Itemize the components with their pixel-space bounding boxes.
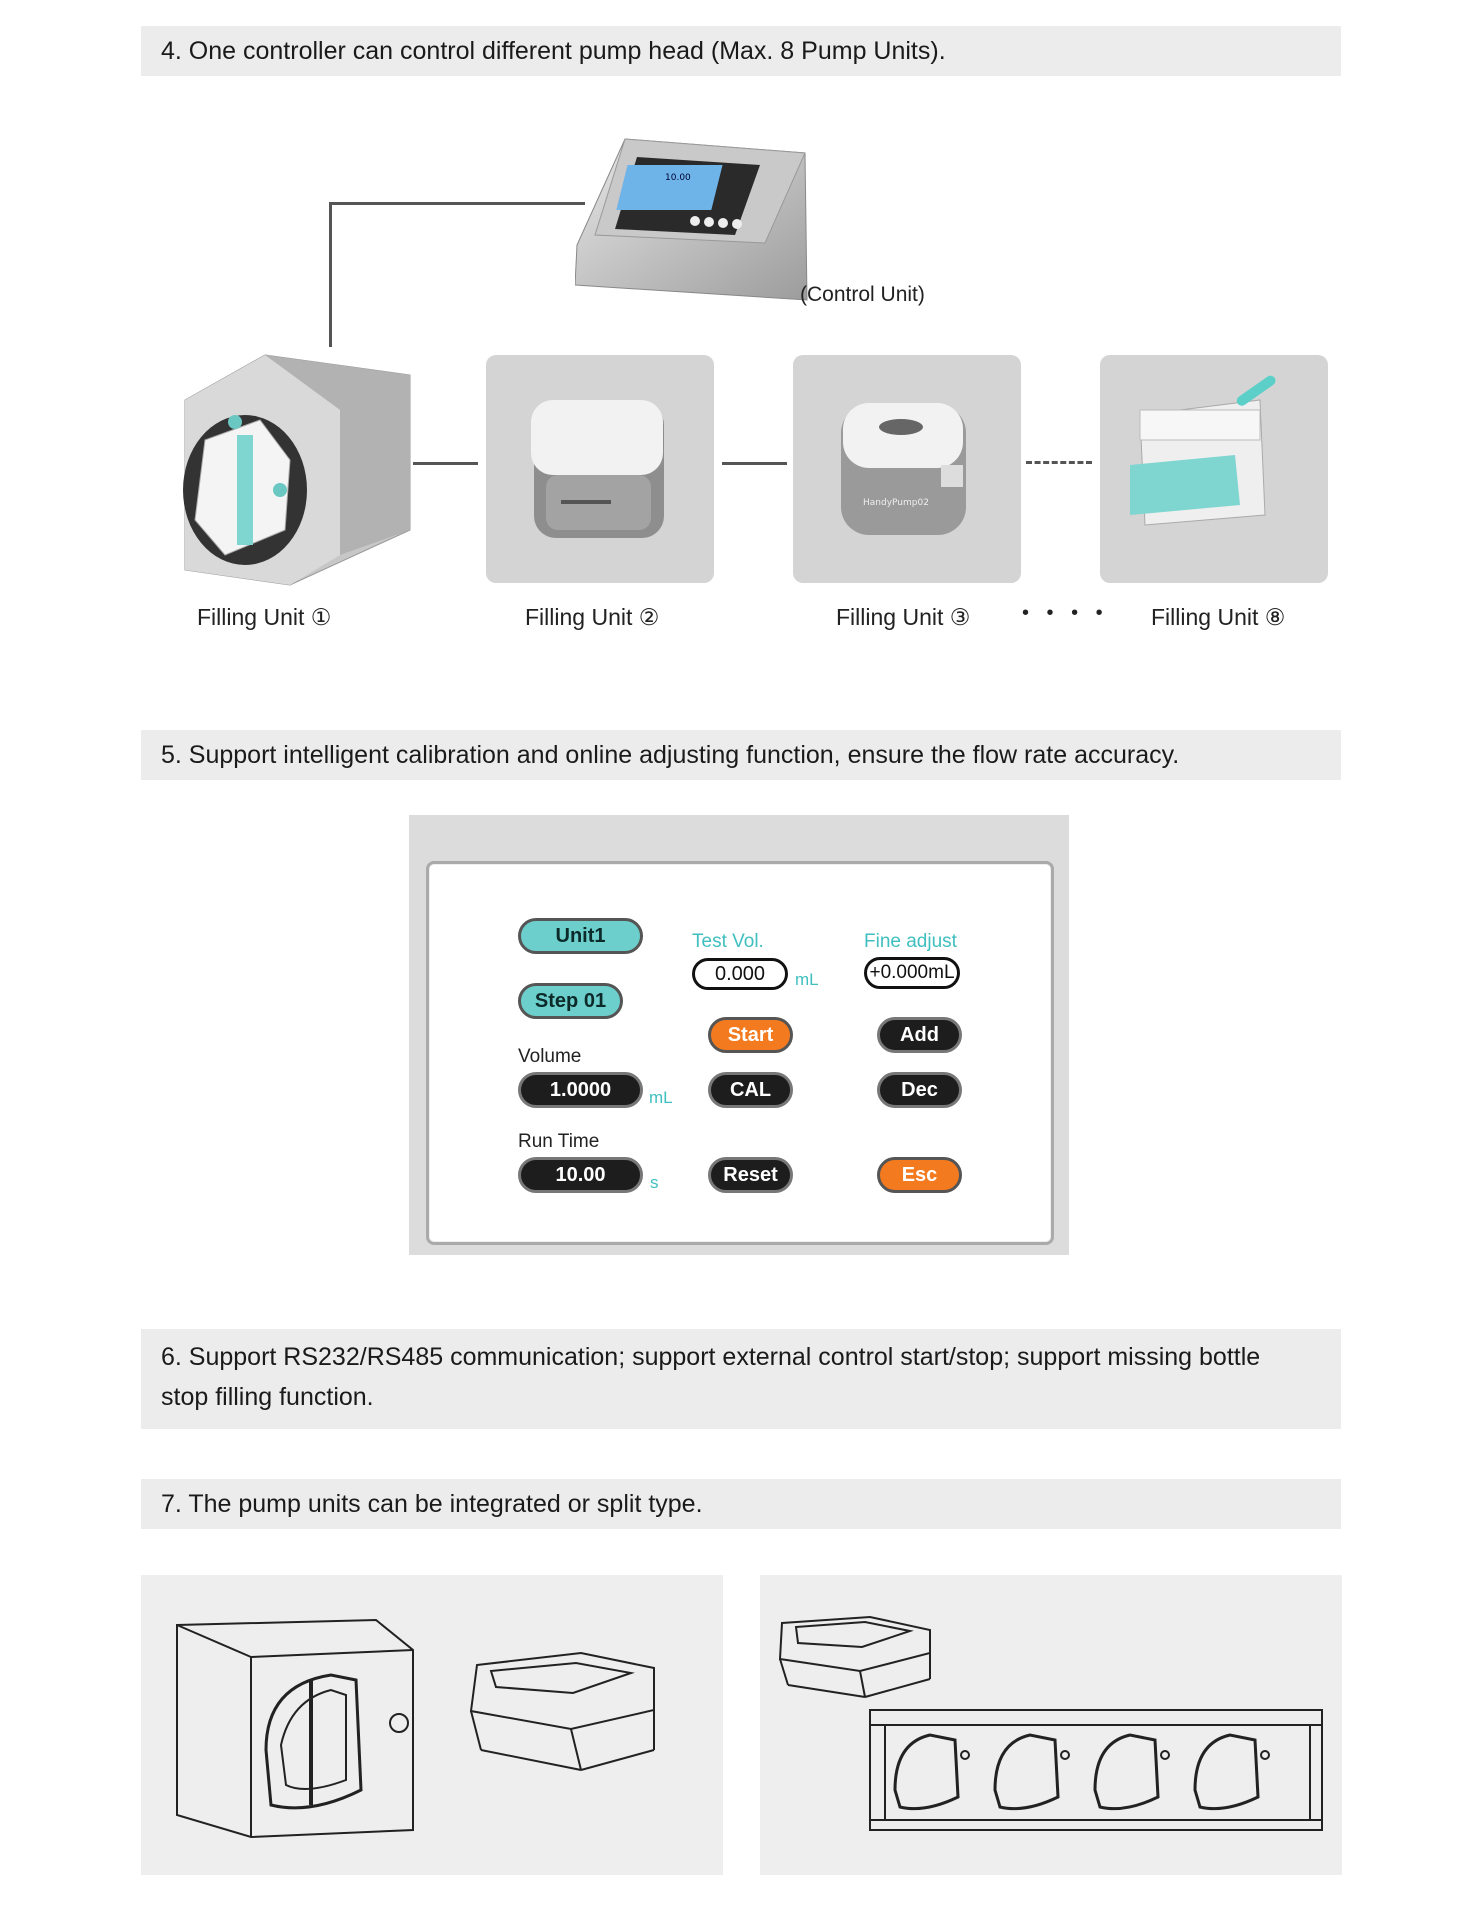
filling-unit-3-card: HandyPump02 (793, 355, 1021, 583)
filling-unit-1-label: Filling Unit ① (197, 604, 332, 630)
connector-2-3 (722, 462, 787, 465)
section-6-line-1: 6. Support RS232/RS485 communication; su… (161, 1343, 1261, 1371)
controller-screen-value: 10.00 (665, 173, 691, 183)
test-vol-field[interactable]: 0.000 (692, 958, 788, 990)
runtime-unit: s (650, 1173, 659, 1192)
filling-unit-1-image (165, 350, 415, 590)
cal-button[interactable]: CAL (708, 1072, 793, 1108)
runtime-field[interactable]: 10.00 (518, 1157, 643, 1193)
reset-button[interactable]: Reset (708, 1157, 793, 1193)
section-4-heading: 4. One controller can control different … (141, 26, 1341, 76)
connector-horizontal-top (329, 202, 585, 205)
unit-3-brand: HandyPump02 (863, 498, 929, 508)
filling-unit-8-card (1100, 355, 1328, 583)
fine-adjust-field[interactable]: +0.000mL (864, 957, 960, 989)
unit1-button[interactable]: Unit1 (518, 918, 643, 954)
volume-unit: mL (649, 1088, 673, 1107)
runtime-label: Run Time (518, 1131, 600, 1152)
test-vol-label: Test Vol. (692, 931, 764, 952)
section-5-heading: 5. Support intelligent calibration and o… (141, 730, 1341, 780)
volume-label: Volume (518, 1046, 582, 1067)
section-7-heading: 7. The pump units can be integrated or s… (141, 1479, 1341, 1529)
start-button[interactable]: Start (708, 1017, 793, 1053)
filling-unit-2-card (486, 355, 714, 583)
fine-adjust-label: Fine adjust (864, 931, 957, 952)
connector-1-2 (413, 462, 478, 465)
section-6-heading: 6. Support RS232/RS485 communication; su… (141, 1329, 1341, 1429)
filling-unit-8-label: Filling Unit ⑧ (1151, 604, 1286, 630)
connector-3-8-dashed (1026, 461, 1092, 468)
esc-button[interactable]: Esc (877, 1157, 962, 1193)
more-units-dots: • • • • (1022, 602, 1109, 624)
filling-unit-3-label: Filling Unit ③ (836, 604, 971, 630)
test-vol-unit: mL (795, 970, 819, 989)
control-unit-image: 10.00 (574, 135, 810, 305)
volume-field[interactable]: 1.0000 (518, 1072, 643, 1108)
connector-vertical (329, 202, 332, 347)
split-type-illustration (760, 1575, 1342, 1875)
integrated-type-illustration (141, 1575, 723, 1875)
dec-button[interactable]: Dec (877, 1072, 962, 1108)
filling-unit-2-label: Filling Unit ② (525, 604, 660, 630)
step-button[interactable]: Step 01 (518, 983, 623, 1019)
add-button[interactable]: Add (877, 1017, 962, 1053)
control-unit-label: (Control Unit) (800, 283, 925, 306)
section-6-line-2: stop filling function. (161, 1383, 374, 1411)
